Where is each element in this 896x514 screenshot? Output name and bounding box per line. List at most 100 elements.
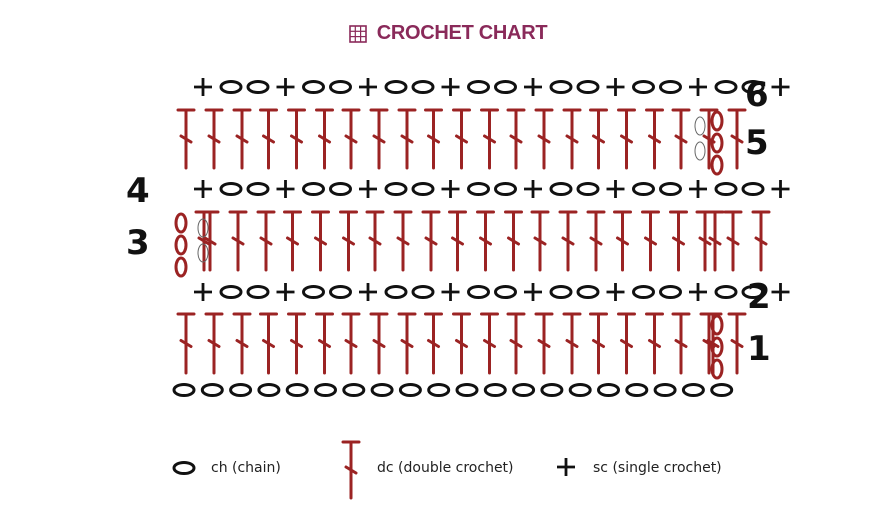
foundation-chain-10 xyxy=(427,383,451,397)
row5-dc-19 xyxy=(671,108,691,170)
foundation-chain-20 xyxy=(710,383,734,397)
legend-sc-symbol xyxy=(557,458,575,476)
row3-dc-15 xyxy=(586,210,606,272)
legend-dc-symbol xyxy=(341,440,361,500)
row3-turning-ch-2 xyxy=(174,234,188,256)
row4-ch-1 xyxy=(219,182,243,196)
foundation-chain-4 xyxy=(257,383,281,397)
row6-ch-8 xyxy=(494,80,517,94)
row2-ch-3 xyxy=(302,285,325,299)
row3-dc-17 xyxy=(641,210,660,272)
row1-dc-19 xyxy=(671,312,691,375)
row3-dc-12 xyxy=(504,210,523,272)
row1-turning-ch-2 xyxy=(710,336,724,358)
row2-sc-4 xyxy=(441,283,460,301)
row2-sc-2 xyxy=(276,283,295,301)
row1-dc-13 xyxy=(506,312,526,375)
row2-sc-3 xyxy=(359,283,377,301)
row3-dc-8 xyxy=(393,210,413,272)
foundation-chain-11 xyxy=(455,383,479,397)
row4-sc-4 xyxy=(441,180,460,198)
row-number-1: 1 xyxy=(747,329,771,369)
row5-ghost-ch-2 xyxy=(694,141,706,161)
row4-ch-12 xyxy=(659,182,682,196)
foundation-chain-13 xyxy=(512,383,536,397)
row2-ch-9 xyxy=(549,285,573,299)
row5-dc-16 xyxy=(589,108,608,170)
foundation-chain-9 xyxy=(398,383,422,397)
row5-dc-13 xyxy=(506,108,526,170)
row3-turning-ch-3 xyxy=(174,256,188,278)
row4-ch-4 xyxy=(329,182,352,196)
row3-dc-13 xyxy=(530,210,550,272)
row5-dc-8 xyxy=(369,108,389,170)
row4-sc-2 xyxy=(276,180,295,198)
row1-dc-5 xyxy=(287,312,306,375)
row3-dc-5 xyxy=(311,210,330,272)
row1-dc-17 xyxy=(617,312,636,375)
row1-dc-11 xyxy=(452,312,471,375)
row4-ch-13 xyxy=(714,182,738,196)
row6-sc-3 xyxy=(359,78,377,96)
row4-ch-7 xyxy=(467,182,490,196)
row3-turning-ch-1 xyxy=(174,212,188,234)
row4-sc-1 xyxy=(194,180,212,198)
row5-dc-2 xyxy=(204,108,224,170)
row4-ch-8 xyxy=(494,182,517,196)
row2-ch-4 xyxy=(329,285,352,299)
row5-turning-ch-2 xyxy=(710,132,724,154)
row3-dc-20 xyxy=(723,210,743,272)
row4-ch-9 xyxy=(549,182,573,196)
row2-ch-13 xyxy=(714,285,738,299)
row6-ch-4 xyxy=(329,80,352,94)
grid-icon xyxy=(348,24,367,43)
row1-turning-ch-1 xyxy=(710,314,724,336)
row6-sc-5 xyxy=(524,78,542,96)
row5-dc-17 xyxy=(617,108,636,170)
foundation-chain-5 xyxy=(285,383,309,397)
row6-ch-5 xyxy=(384,80,408,94)
row3-dc-19 xyxy=(695,210,715,272)
row3-dc-6 xyxy=(339,210,358,272)
foundation-chain-3 xyxy=(229,383,253,397)
row2-ch-10 xyxy=(576,285,600,299)
title-text: CROCHET CHART xyxy=(376,22,548,44)
row5-dc-10 xyxy=(424,108,443,170)
row6-ch-7 xyxy=(467,80,490,94)
row4-ch-2 xyxy=(246,182,270,196)
row5-dc-9 xyxy=(397,108,417,170)
row4-ch-6 xyxy=(411,182,435,196)
row5-ghost-ch-1 xyxy=(694,116,706,136)
row3-dc-2 xyxy=(228,210,248,272)
row4-sc-8 xyxy=(771,180,790,198)
row1-turning-ch-3 xyxy=(710,358,724,380)
row2-ch-5 xyxy=(384,285,408,299)
row5-turning-ch-1 xyxy=(710,110,724,132)
foundation-chain-19 xyxy=(681,383,705,397)
row4-ch-3 xyxy=(302,182,325,196)
row4-ch-10 xyxy=(576,182,600,196)
row3-dc-edge-left xyxy=(194,210,214,272)
row5-dc-7 xyxy=(341,108,361,170)
row6-ch-11 xyxy=(632,80,655,94)
row4-sc-3 xyxy=(359,180,377,198)
row1-dc-14 xyxy=(534,312,554,375)
row4-ch-5 xyxy=(384,182,408,196)
row1-dc-4 xyxy=(259,312,278,375)
row2-ch-1 xyxy=(219,285,243,299)
row4-sc-5 xyxy=(524,180,542,198)
row1-dc-9 xyxy=(397,312,417,375)
row3-dc-14 xyxy=(558,210,578,272)
foundation-chain-18 xyxy=(653,383,677,397)
row2-sc-8 xyxy=(771,283,790,301)
row5-dc-3 xyxy=(232,108,252,170)
row6-ch-13 xyxy=(714,80,738,94)
row5-dc-6 xyxy=(315,108,334,170)
row6-sc-7 xyxy=(689,78,707,96)
foundation-chain-7 xyxy=(342,383,366,397)
row2-ch-7 xyxy=(467,285,490,299)
row3-dc-11 xyxy=(476,210,495,272)
row6-ch-2 xyxy=(246,80,270,94)
row4-sc-6 xyxy=(606,180,625,198)
